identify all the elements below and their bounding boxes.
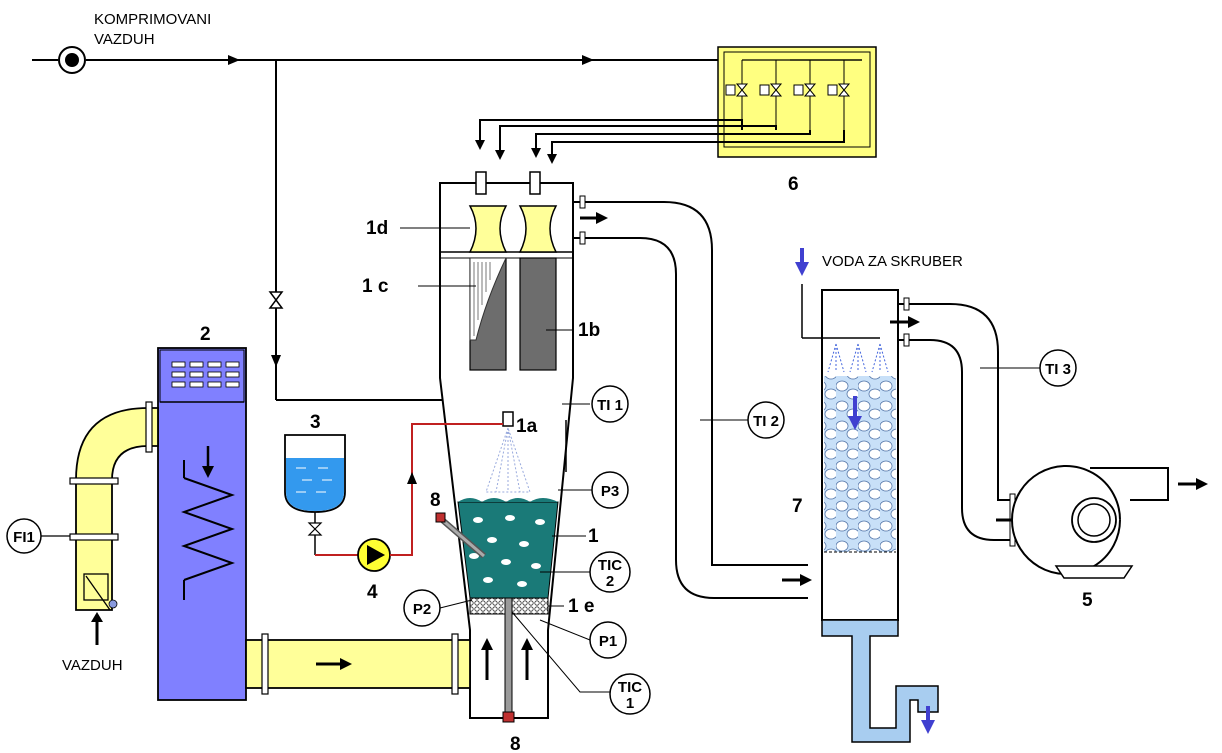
label-1e: 1 e [568,596,594,617]
label-5: 5 [1082,590,1093,611]
filter-vessel [435,171,574,723]
label-3: 3 [310,412,321,433]
label-6: 6 [788,174,799,195]
pulse-air-lines [475,119,845,164]
instrument-fi1[interactable]: FI1 [6,518,70,554]
venturi-1d-left [468,205,508,253]
label-7: 7 [792,496,803,517]
svg-text:FI1: FI1 [13,529,35,546]
label-1d: 1d [366,218,388,239]
label-4: 4 [367,582,378,603]
svg-text:P1: P1 [599,633,617,650]
svg-text:2: 2 [606,573,614,590]
temperature-probe [504,597,513,717]
packing-bed [824,376,896,552]
svg-text:P2: P2 [413,601,431,618]
scrubber-drain [821,619,939,743]
instrument-ti3[interactable]: TI 3 [980,349,1077,387]
bed-particles [469,515,545,587]
svg-text:TIC: TIC [618,679,642,696]
filter-bag-1b [519,257,557,371]
svg-text:TI 3: TI 3 [1045,361,1071,378]
instrument-p1[interactable]: P1 [539,619,627,659]
scrubber-7 [795,248,1060,743]
air-inlet-duct [69,401,159,645]
svg-text:TI 2: TI 2 [753,413,779,430]
svg-text:TIC: TIC [598,557,622,574]
label-1c: 1 c [362,276,389,297]
fan-5 [1011,464,1208,579]
instrument-ti1[interactable]: TI 1 [562,385,629,423]
outlet-duct [573,195,812,599]
air-inlet-label: VAZDUH [62,657,123,674]
label-1: 1 [588,526,599,547]
solenoid-valves [725,60,851,130]
instrument-p2[interactable]: P2 [403,589,473,627]
label-8-bottom: 8 [510,734,521,753]
instrument-p3[interactable]: P3 [558,471,629,509]
tank-valve-icon [307,522,323,536]
label-2: 2 [200,324,211,345]
scrubber-water-label: VODA ZA SKRUBER [822,253,963,270]
compressed-air-label-2: VAZDUH [94,31,155,48]
heater-2 [150,347,247,701]
feed-tank-3 [284,423,503,572]
hot-air-duct [245,633,471,695]
svg-text:1: 1 [626,695,634,712]
label-8-top: 8 [430,490,441,511]
compressed-air-label-1: KOMPRIMOVANI [94,11,211,28]
svg-text:TI 1: TI 1 [597,397,623,414]
instrument-ti2[interactable]: TI 2 [700,401,785,439]
nozzle-1a [502,411,514,427]
heating-coil [181,477,235,581]
air-valve-icon [268,291,284,309]
label-1a: 1a [516,416,538,437]
instrument-tic1[interactable]: TIC 1 [511,611,651,715]
instrument-tic2[interactable]: TIC 2 [540,551,631,593]
svg-text:P3: P3 [601,483,619,500]
venturi-1d-right [518,205,558,253]
valve-box-6 [717,46,877,158]
label-1b: 1b [578,320,600,341]
